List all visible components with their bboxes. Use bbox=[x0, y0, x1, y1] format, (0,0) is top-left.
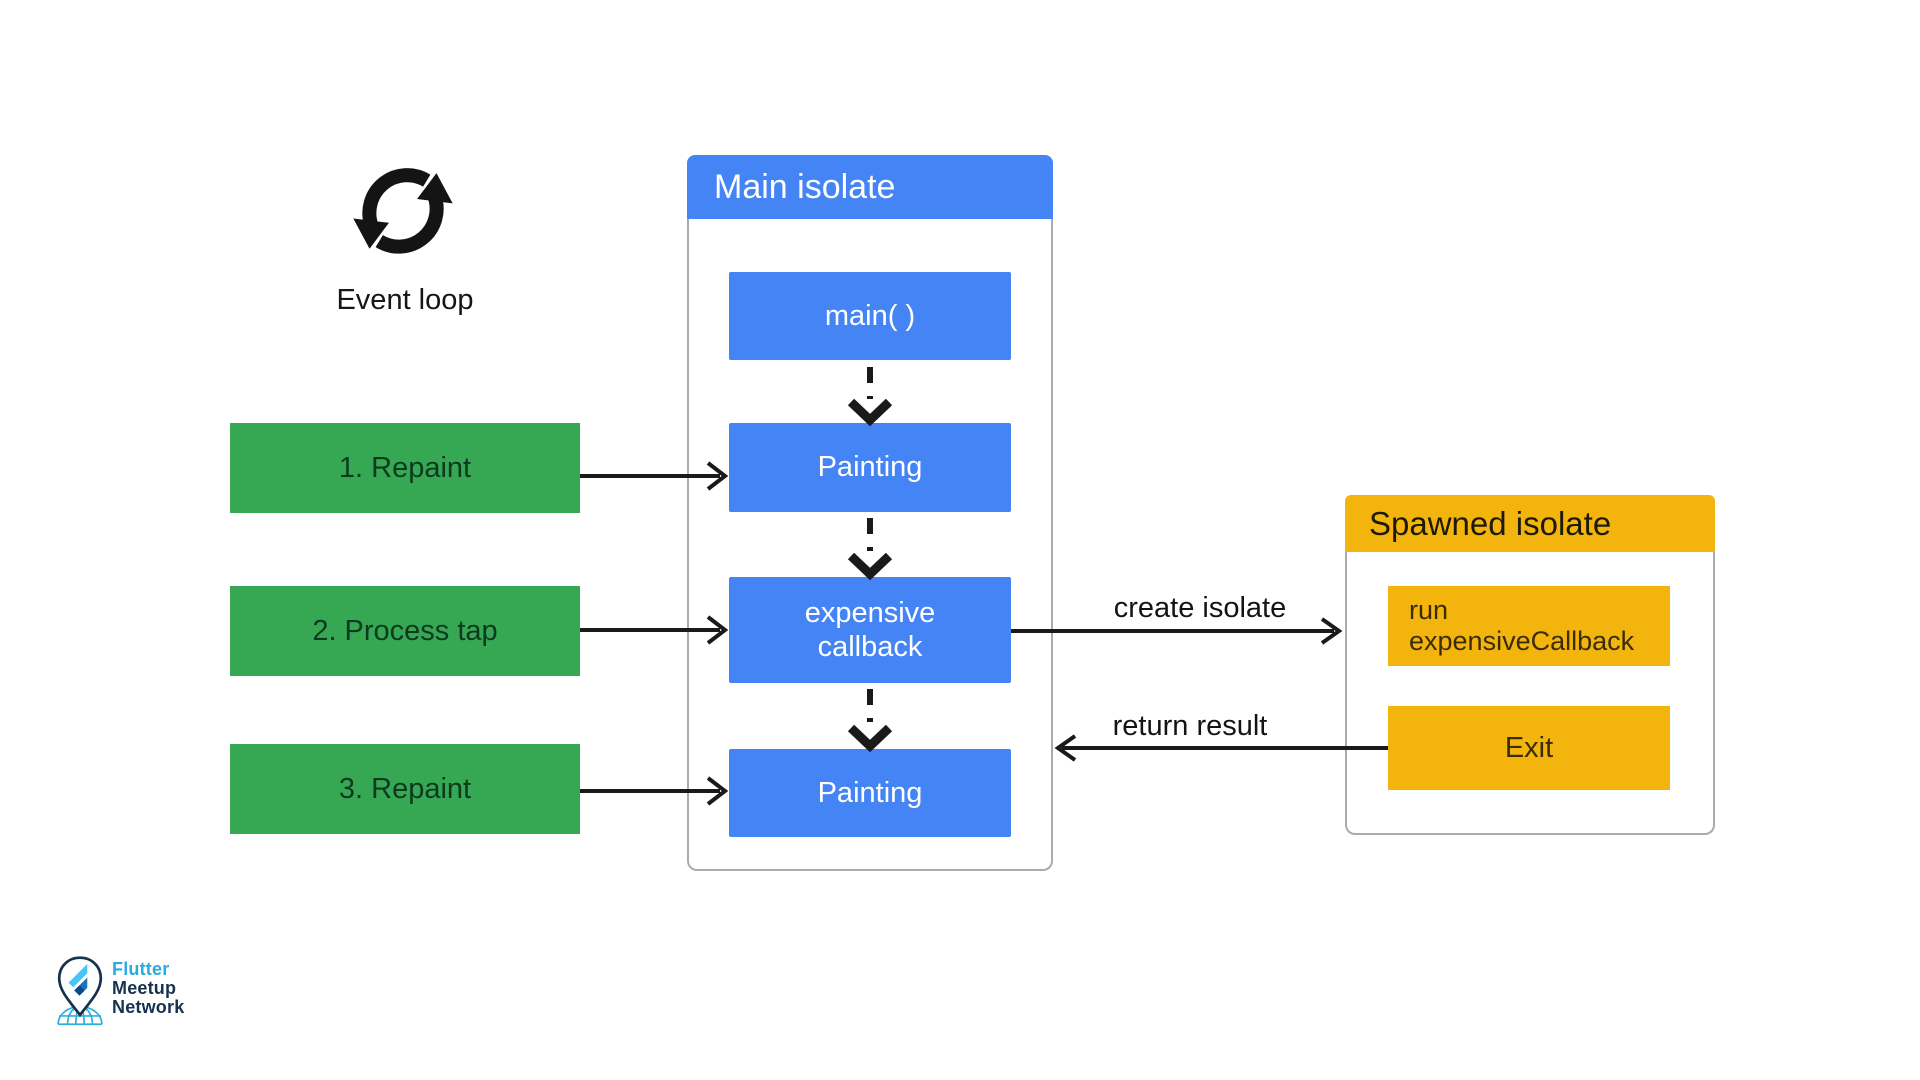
spawned-isolate-title: Spawned isolate bbox=[1369, 504, 1612, 542]
queue-item-process-tap: 2. Process tap bbox=[230, 586, 580, 676]
step-painting-2: Painting bbox=[729, 749, 1011, 837]
logo-line-network: Network bbox=[112, 997, 185, 1017]
queue-item-repaint-1: 1. Repaint bbox=[230, 423, 580, 513]
step-label: main( ) bbox=[824, 299, 916, 332]
main-isolate-header: Main isolate bbox=[687, 155, 1053, 219]
logo-line-flutter: Flutter bbox=[112, 959, 170, 979]
event-loop-label: Event loop bbox=[336, 284, 474, 316]
step-run-expensive-callback: run expensiveCallback bbox=[1388, 586, 1670, 666]
logo-text: Flutter Meetup Network bbox=[112, 960, 184, 1017]
main-isolate-title: Main isolate bbox=[714, 167, 896, 206]
spawned-isolate-container: Spawned isolate run expensiveCallback Ex… bbox=[1345, 495, 1715, 835]
flutter-glyph bbox=[68, 963, 88, 996]
step-label: Exit bbox=[1504, 731, 1554, 764]
step-label: run expensiveCallback bbox=[1409, 595, 1635, 656]
queue-item-label: 2. Process tap bbox=[312, 614, 498, 647]
logo-line-meetup: Meetup bbox=[112, 978, 177, 998]
step-main: main( ) bbox=[729, 272, 1011, 360]
queue-item-label: 1. Repaint bbox=[338, 451, 472, 484]
queue-item-label: 3. Repaint bbox=[338, 772, 472, 805]
step-expensive-callback: expensive callback bbox=[729, 577, 1011, 683]
create-isolate-label: create isolate bbox=[1113, 592, 1287, 624]
step-label: Painting bbox=[817, 776, 923, 809]
flutter-pin-icon bbox=[57, 956, 103, 1026]
spawned-isolate-header: Spawned isolate bbox=[1345, 495, 1715, 552]
step-label: Painting bbox=[817, 451, 923, 483]
main-isolate-container: Main isolate main( ) Painting expensive … bbox=[687, 155, 1053, 871]
loop-icon bbox=[353, 168, 453, 254]
step-painting-1: Painting bbox=[729, 423, 1011, 512]
step-exit: Exit bbox=[1388, 706, 1670, 790]
flutter-meetup-logo: Flutter Meetup Network bbox=[52, 950, 472, 1060]
queue-item-repaint-3: 3. Repaint bbox=[230, 744, 580, 834]
return-result-label: return result bbox=[1112, 710, 1268, 742]
step-label: expensive callback bbox=[804, 597, 936, 663]
